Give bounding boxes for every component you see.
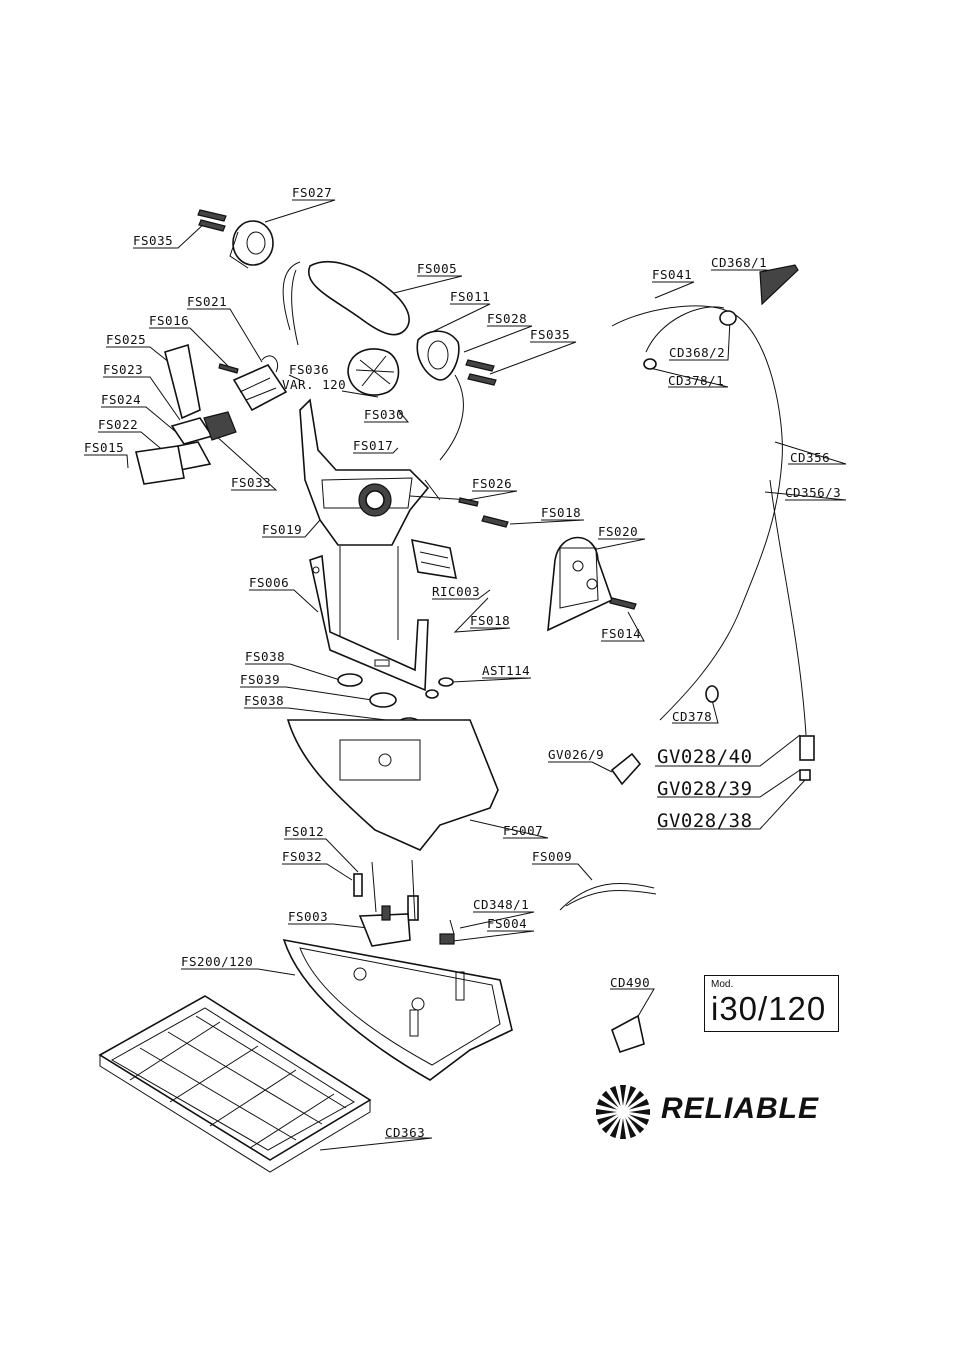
- label-fs009: FS009: [532, 849, 572, 864]
- part-labels: FS027 FS035 FS005 FS011 FS028 FS035 FS02…: [84, 185, 841, 1140]
- brand-name: RELIABLE: [661, 1092, 819, 1125]
- model-name: i30/120: [711, 990, 827, 1027]
- label-fs019: FS019: [262, 522, 302, 537]
- label-gv028-38: GV028/38: [657, 810, 753, 832]
- label-cd356-3: CD356/3: [785, 485, 841, 500]
- label-fs020: FS020: [598, 524, 638, 539]
- label-fs018-upper: FS018: [541, 505, 581, 520]
- label-cd378-1: CD378/1: [668, 373, 724, 388]
- model-prefix: Mod.: [711, 979, 734, 990]
- label-fs015: FS015: [84, 440, 124, 455]
- label-fs039: FS039: [240, 672, 280, 687]
- label-fs022: FS022: [98, 417, 138, 432]
- label-fs035-top-left: FS035: [133, 233, 173, 248]
- label-cd368-1: CD368/1: [711, 255, 767, 270]
- label-fs021: FS021: [187, 294, 227, 309]
- label-fs024: FS024: [101, 392, 141, 407]
- switch-housing: [218, 355, 288, 412]
- label-cd368-2: CD368/2: [669, 345, 725, 360]
- brand-logo: RELIABLE: [593, 1082, 853, 1144]
- label-fs004: FS004: [487, 916, 527, 931]
- label-fs028: FS028: [487, 311, 527, 326]
- hose-fitting: [610, 752, 645, 1054]
- screws-middle: [353, 859, 419, 921]
- power-cord-piece: [559, 883, 657, 911]
- label-fs038-lower: FS038: [244, 693, 284, 708]
- support-bracket: [309, 554, 429, 692]
- cord-assembly: [611, 264, 815, 781]
- label-fs007: FS007: [503, 823, 543, 838]
- label-fs030: FS030: [364, 407, 404, 422]
- leader-lines: [84, 199, 847, 1151]
- label-fs032: FS032: [282, 849, 322, 864]
- label-fs023: FS023: [103, 362, 143, 377]
- label-fs025: FS025: [106, 332, 146, 347]
- label-fs018-lower: FS018: [470, 613, 510, 628]
- label-fs006: FS006: [249, 575, 289, 590]
- label-cd378: CD378: [672, 709, 712, 724]
- label-fs033: FS033: [231, 475, 271, 490]
- label-cd363: CD363: [385, 1125, 425, 1140]
- central-post: [339, 546, 399, 640]
- label-fs035-top-right: FS035: [530, 327, 570, 342]
- label-fs014: FS014: [601, 626, 641, 641]
- cover-shell: [286, 719, 499, 851]
- thermostat-plate: [358, 905, 455, 947]
- soleplate: [282, 938, 513, 1081]
- label-fs200-120: FS200/120: [181, 954, 253, 969]
- label-fs016: FS016: [149, 313, 189, 328]
- label-var120: VAR. 120: [282, 377, 346, 392]
- terminal-block: [410, 538, 458, 579]
- label-gv026-9: GV026/9: [548, 747, 604, 762]
- label-fs038-upper: FS038: [245, 649, 285, 664]
- label-fs012: FS012: [284, 824, 324, 839]
- switch-left-parts: [135, 343, 237, 485]
- label-cd348-1: CD348/1: [473, 897, 529, 912]
- thermostat-screw-assembly: [409, 479, 509, 528]
- rear-heel-rest: [547, 536, 637, 632]
- label-fs011: FS011: [450, 289, 490, 304]
- label-fs005: FS005: [417, 261, 457, 276]
- main-body-frame: [299, 398, 430, 546]
- label-fs027: FS027: [292, 185, 332, 200]
- label-cd356: CD356: [790, 450, 830, 465]
- model-box: Mod. i30/120: [704, 975, 839, 1032]
- handle-front-cap: [229, 220, 274, 269]
- label-fs017: FS017: [353, 438, 393, 453]
- label-gv028-40: GV028/40: [657, 746, 753, 768]
- screws-top-left: [197, 209, 227, 232]
- label-fs026: FS026: [472, 476, 512, 491]
- screws-top-right: [439, 359, 497, 461]
- handle-grip: [282, 260, 410, 346]
- label-ric003: RIC003: [432, 584, 480, 599]
- label-fs003: FS003: [288, 909, 328, 924]
- rest-mat: [98, 995, 372, 1173]
- label-cd490: CD490: [610, 975, 650, 990]
- label-gv028-39: GV028/39: [657, 778, 753, 800]
- label-ast114: AST114: [482, 663, 530, 678]
- label-fs036: FS036: [289, 362, 329, 377]
- label-fs041: FS041: [652, 267, 692, 282]
- sunburst-icon: [596, 1085, 650, 1139]
- handle-rear-cap: [416, 330, 460, 381]
- thermostat-knob: [347, 348, 400, 396]
